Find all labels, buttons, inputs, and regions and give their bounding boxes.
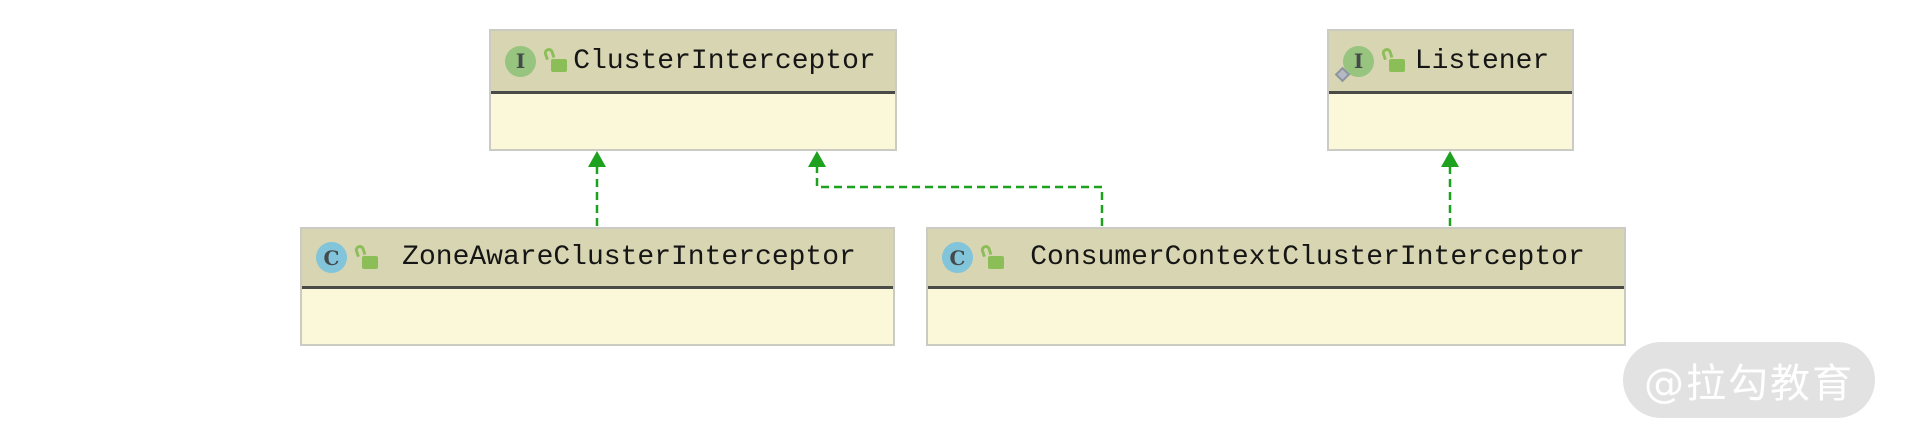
watermark-badge: @拉勾教育 <box>1623 342 1875 418</box>
node-body <box>1329 94 1572 149</box>
class-icon-letter: C <box>323 245 340 270</box>
node-icons: I <box>505 45 568 77</box>
interface-icon-letter: I <box>515 49 526 73</box>
node-header: C ZoneAwareClusterInterceptor <box>302 229 893 289</box>
node-label: Listener <box>1414 45 1550 77</box>
node-icons: C <box>942 242 1005 273</box>
node-icons: C <box>316 242 379 273</box>
implements-arrow-zoneaware-to-clusterinterceptor <box>588 151 606 226</box>
arrowhead-icon <box>808 151 826 167</box>
node-header: I Listener <box>1329 31 1572 94</box>
interface-icon: I <box>505 45 536 77</box>
arrowhead-icon <box>588 151 606 167</box>
unlocked-padlock-icon <box>542 46 568 75</box>
node-label: ZoneAwareClusterInterceptor <box>402 242 856 273</box>
node-header: I ClusterInterceptor <box>491 31 895 94</box>
interface-icon: I <box>1334 45 1374 82</box>
uml-node-consumer-context-cluster-interceptor[interactable]: C ConsumerContextClusterInterceptor <box>926 227 1626 346</box>
node-icons: I <box>1334 45 1406 82</box>
node-body <box>491 94 895 149</box>
diamond-badge-icon <box>1334 66 1351 82</box>
uml-node-zone-aware-cluster-interceptor[interactable]: C ZoneAwareClusterInterceptor <box>300 227 895 346</box>
unlocked-padlock-icon <box>1380 46 1406 75</box>
node-label: ClusterInterceptor <box>573 45 876 77</box>
uml-node-cluster-interceptor[interactable]: I ClusterInterceptor <box>489 29 897 151</box>
implements-arrow-consumercontext-to-listener <box>1441 151 1459 226</box>
node-header: C ConsumerContextClusterInterceptor <box>928 229 1624 289</box>
unlocked-padlock-icon <box>353 243 379 272</box>
interface-icon-letter: I <box>1353 49 1364 73</box>
implements-arrow-consumercontext-to-clusterinterceptor <box>808 151 1104 226</box>
watermark-text: @拉勾教育 <box>1644 361 1854 407</box>
class-icon-letter: C <box>949 245 966 270</box>
uml-node-listener[interactable]: I Listener <box>1327 29 1574 151</box>
node-body <box>928 289 1624 344</box>
unlocked-padlock-icon <box>979 243 1005 272</box>
class-icon: C <box>942 242 973 273</box>
node-body <box>302 289 893 344</box>
node-label: ConsumerContextClusterInterceptor <box>1030 242 1585 273</box>
arrowhead-icon <box>1441 151 1459 167</box>
class-icon: C <box>316 242 347 273</box>
